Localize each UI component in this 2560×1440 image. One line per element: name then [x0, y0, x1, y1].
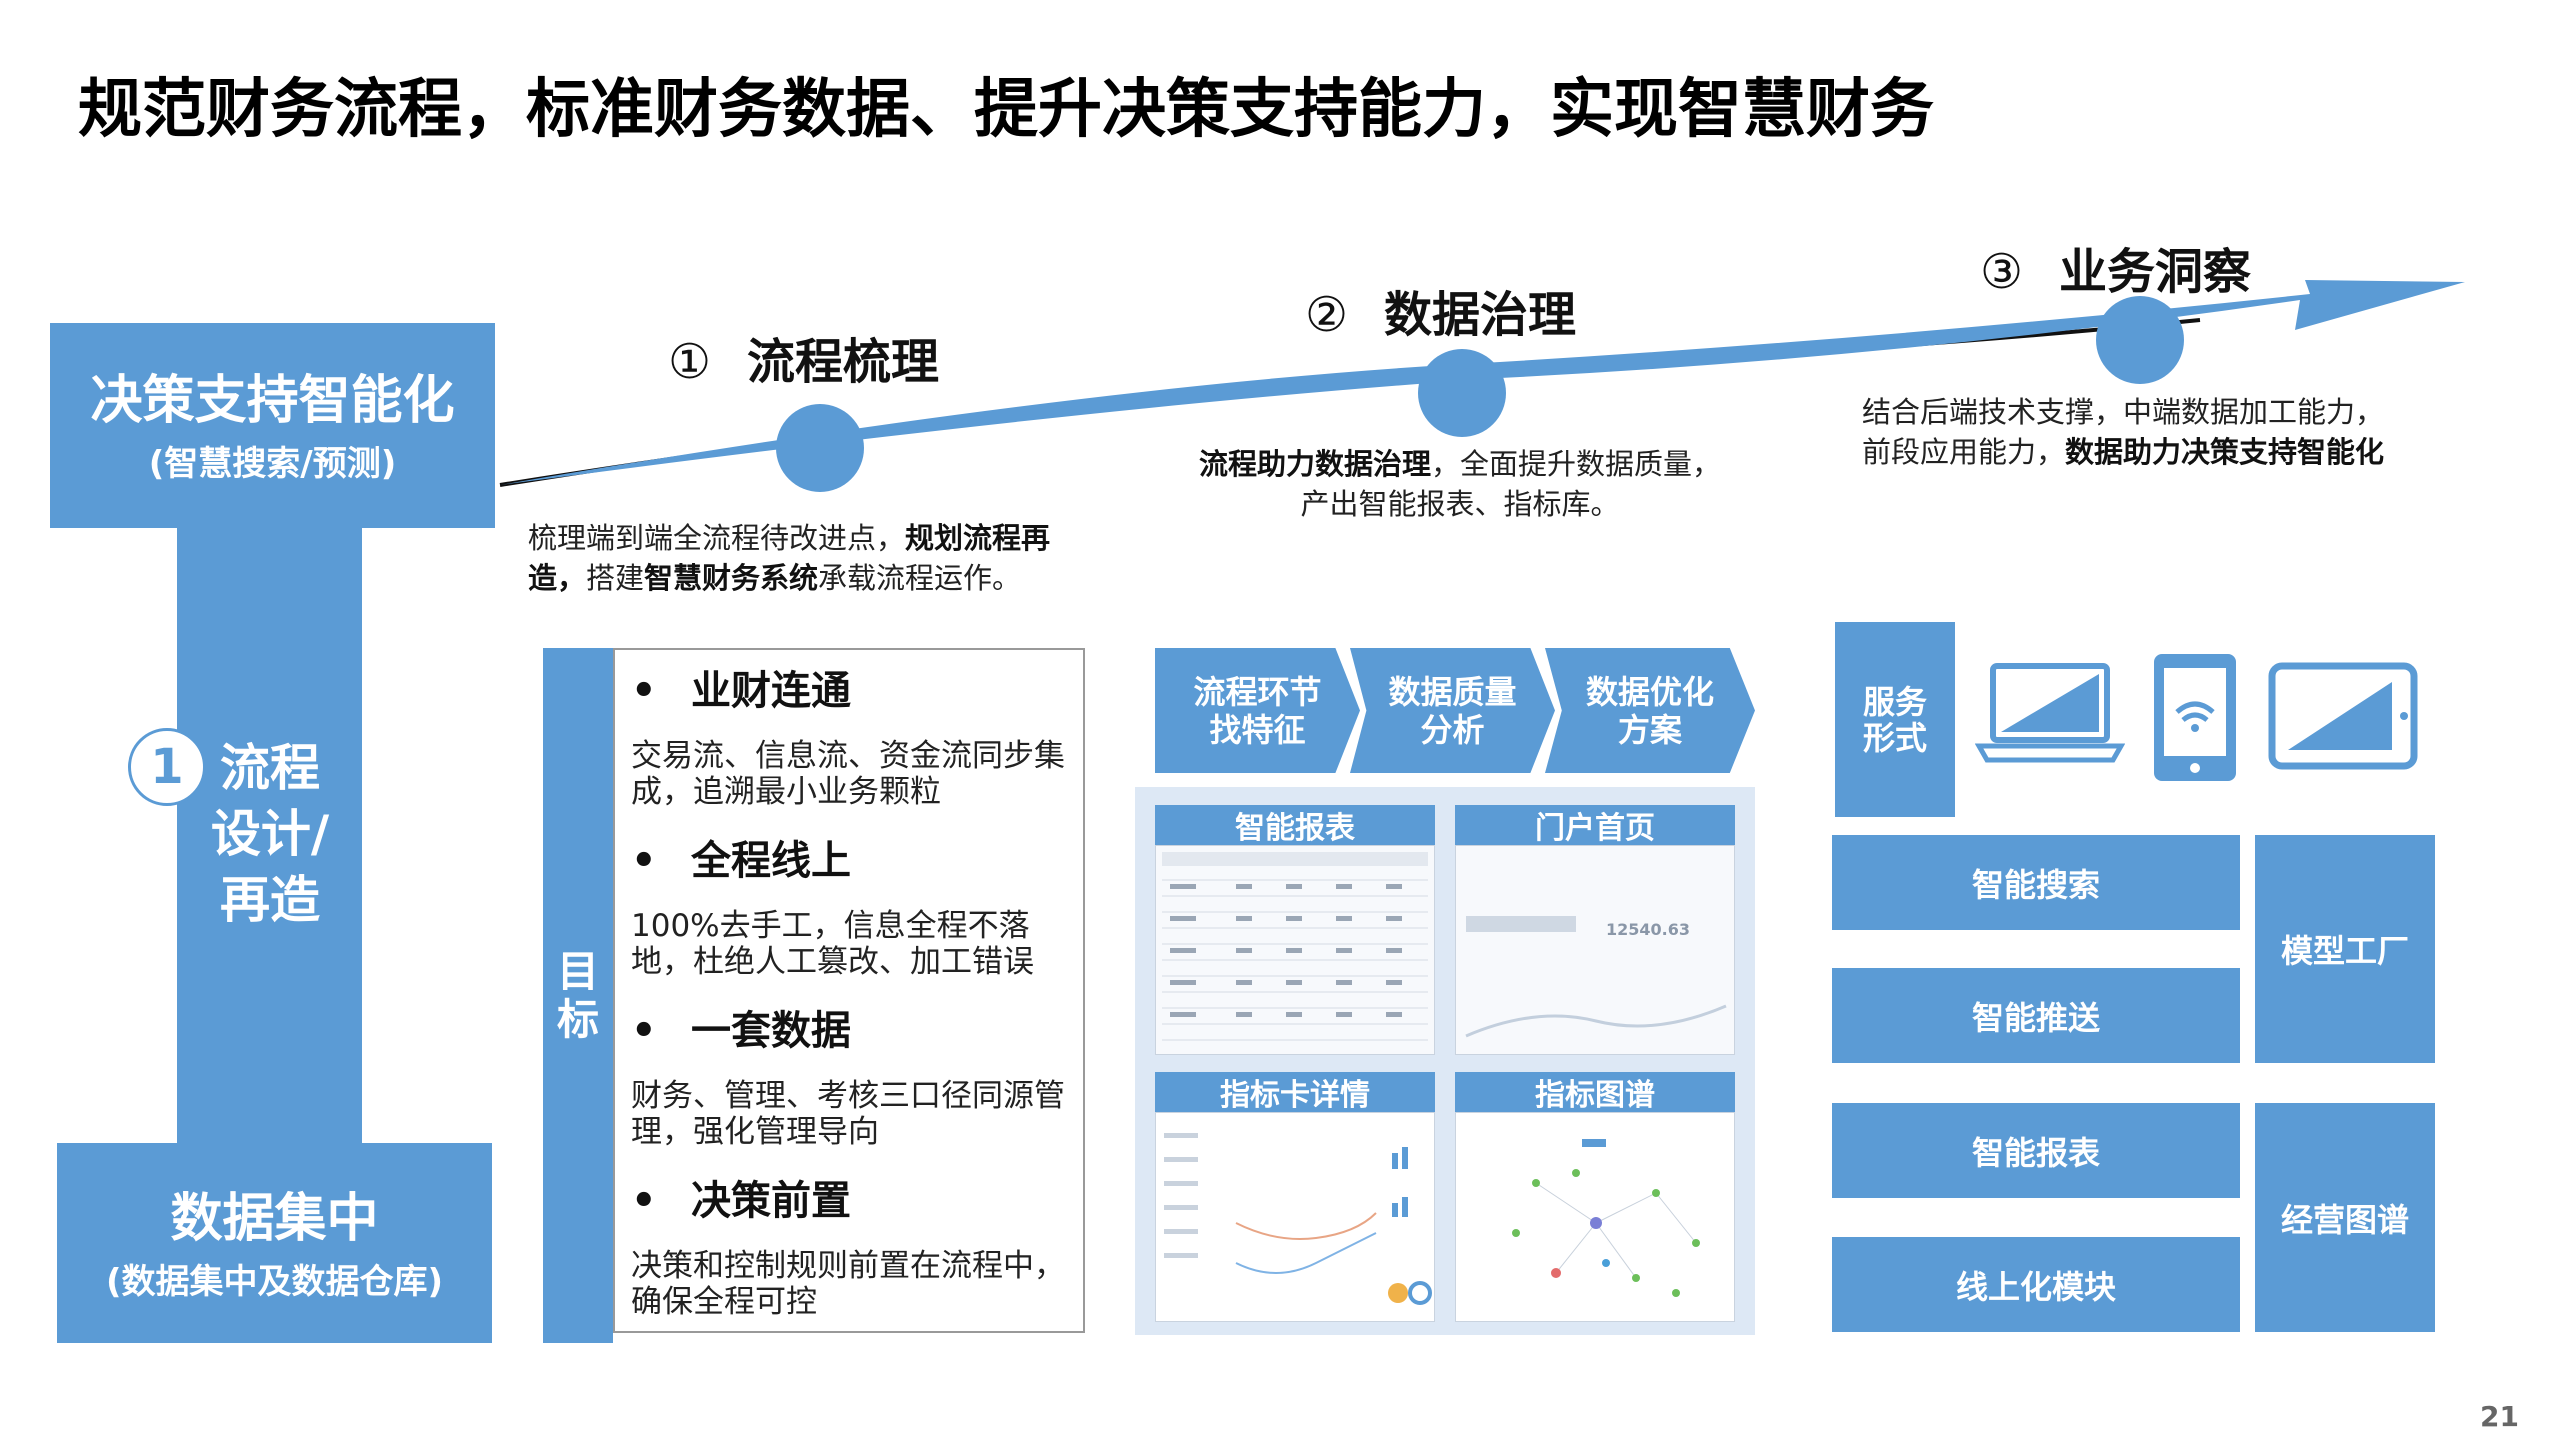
phone-wifi-icon	[2154, 654, 2236, 781]
goal-item: •全程线上 100%去手工，信息全程不落地，杜绝人工篡改、加工错误	[631, 838, 1034, 980]
kpi-line-preview	[1164, 1133, 1432, 1305]
stage-1-dot	[776, 404, 864, 492]
page-title: 规范财务流程，标准财务数据、提升决策支持能力，实现智慧财务	[78, 73, 1934, 147]
page-number: 21	[2480, 1400, 2519, 1433]
business-graph: 经营图谱	[2255, 1103, 2435, 1332]
process-redesign-bar	[177, 528, 362, 1143]
thumb-header-portal: 门户首页	[1455, 805, 1735, 846]
chevron-step-2: 数据质量分析	[1350, 648, 1555, 773]
chevron-step-3: 数据优化方案	[1545, 648, 1755, 773]
goal-item: •决策前置 决策和控制规则前置在流程中，确保全程可控	[631, 1178, 1065, 1320]
model-factory: 模型工厂	[2255, 835, 2435, 1063]
goal-item: •业财连通 交易流、信息流、资金流同步集成，追溯最小业务颗粒	[631, 668, 1065, 810]
graph-preview	[1512, 1139, 1700, 1297]
report-thumbnails-panel: 智能报表 门户首页 1254	[1135, 787, 1755, 1335]
step-badge: 1	[128, 728, 206, 806]
chevron-step-1: 流程环节找特征	[1155, 648, 1360, 773]
service-smart-push: 智能推送	[1832, 968, 2240, 1063]
thumb-portal[interactable]: 12540.63	[1455, 845, 1735, 1055]
decision-support-box: 决策支持智能化 (智慧搜索/预测)	[50, 323, 495, 528]
goals-panel: •业财连通 交易流、信息流、资金流同步集成，追溯最小业务颗粒 •全程线上 100…	[613, 648, 1085, 1333]
thumb-kpi-graph[interactable]	[1455, 1112, 1735, 1322]
process-redesign-label: 流程 设计/ 再造	[210, 739, 330, 929]
stage-3-dot	[2096, 296, 2184, 384]
laptop-icon	[1975, 663, 2125, 763]
service-form-label: 服务形式	[1835, 622, 1955, 817]
goals-label: 目标	[543, 648, 613, 1343]
stage-2-desc: 流程助力数据治理，全面提升数据质量，产出智能报表、指标库。	[1198, 447, 1722, 521]
portal-preview	[1465, 916, 1727, 1038]
stage-2-dot	[1418, 349, 1506, 437]
thumb-smart-report[interactable]	[1155, 845, 1435, 1055]
stage-3-desc: 结合后端技术支撑，中端数据加工能力，前段应用能力，数据助力决策支持智能化	[1862, 395, 2385, 469]
thumb-header-kpi-graph: 指标图谱	[1455, 1072, 1735, 1113]
thumb-header-smart-report: 智能报表	[1155, 805, 1435, 846]
stage-1-desc: 梳理端到端全流程待改进点，规划流程再造，搭建智慧财务系统承载流程运作。	[528, 521, 1051, 595]
goal-item: •一套数据 财务、管理、考核三口径同源管理，强化管理导向	[631, 1008, 1065, 1150]
service-online-module: 线上化模块	[1832, 1237, 2240, 1332]
portal-value: 12540.63	[1606, 920, 1691, 939]
data-centralization-box: 数据集中 (数据集中及数据仓库)	[57, 1143, 492, 1343]
thumb-kpi-card[interactable]	[1155, 1112, 1435, 1322]
table-preview	[1162, 852, 1428, 1041]
service-smart-search: 智能搜索	[1832, 835, 2240, 930]
tablet-icon	[2268, 662, 2418, 770]
service-smart-report: 智能报表	[1832, 1103, 2240, 1198]
thumb-header-kpi-card: 指标卡详情	[1155, 1072, 1435, 1113]
